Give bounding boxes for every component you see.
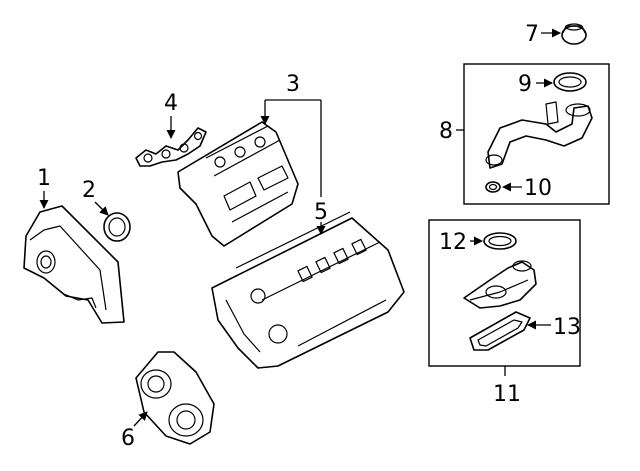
- part-10-o-ring[interactable]: [485, 181, 501, 193]
- leader-2: [94, 201, 109, 216]
- part-3-cylinder-head[interactable]: [177, 121, 299, 247]
- callout-13: 13: [553, 315, 581, 340]
- part-1-timing-cover[interactable]: [23, 205, 125, 324]
- callout-11: 11: [493, 382, 521, 407]
- part-7-oil-cap[interactable]: [561, 23, 587, 45]
- kit-frame-8: [463, 63, 610, 205]
- part-9-seal-ring[interactable]: [553, 72, 587, 92]
- callout-12: 12: [439, 230, 467, 255]
- callout-1: 1: [37, 166, 51, 191]
- callout-5: 5: [314, 200, 328, 225]
- part-13-gasket[interactable]: [469, 311, 531, 351]
- callout-2: 2: [82, 178, 96, 203]
- callout-3: 3: [286, 72, 300, 97]
- part-5-engine-block[interactable]: [211, 211, 405, 369]
- part-4-gasket[interactable]: [135, 127, 207, 167]
- part-6-front-cover[interactable]: [135, 351, 215, 445]
- part-11-separator[interactable]: [463, 260, 537, 309]
- part-8-filler-tube[interactable]: [485, 101, 593, 169]
- callout-7: 7: [525, 22, 539, 47]
- part-2-seal[interactable]: [103, 212, 131, 242]
- callout-8: 8: [439, 119, 453, 144]
- callout-4: 4: [164, 91, 178, 116]
- callout-10: 10: [524, 176, 552, 201]
- callout-9: 9: [518, 72, 532, 97]
- callout-6: 6: [121, 426, 135, 451]
- leader-6: [133, 411, 148, 427]
- part-12-seal-ring[interactable]: [483, 232, 517, 250]
